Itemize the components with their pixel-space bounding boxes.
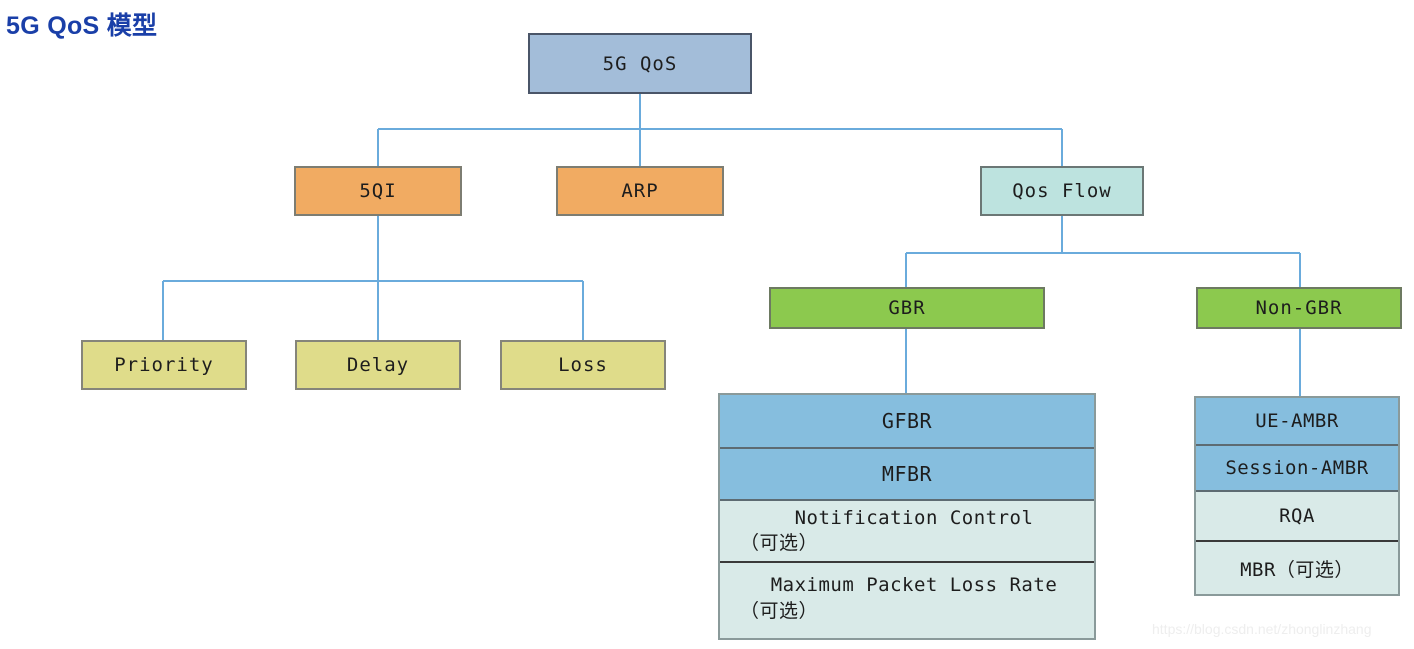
node-gbr-label: GBR xyxy=(888,297,926,319)
node-priority-label: Priority xyxy=(114,354,214,376)
attr-mfbr-label: MFBR xyxy=(881,462,933,486)
node-qos-flow[interactable]: Qos Flow xyxy=(980,166,1144,216)
attr-row-ue-ambr[interactable]: UE-AMBR xyxy=(1196,398,1398,446)
node-arp-label: ARP xyxy=(621,180,659,202)
gbr-attribute-table: GFBR MFBR Notification Control （可选） Maxi… xyxy=(718,393,1096,640)
attr-session-ambr-label: Session-AMBR xyxy=(1225,457,1369,479)
node-5qi[interactable]: 5QI xyxy=(294,166,462,216)
node-5g-qos-label: 5G QoS xyxy=(602,52,678,75)
node-delay[interactable]: Delay xyxy=(295,340,461,390)
node-5qi-label: 5QI xyxy=(359,180,397,202)
node-arp[interactable]: ARP xyxy=(556,166,724,216)
attr-maximum-packet-loss-rate-line2: （可选） xyxy=(740,599,819,622)
attr-notification-control-line2: （可选） xyxy=(740,532,819,554)
node-loss[interactable]: Loss xyxy=(500,340,666,390)
attr-row-maximum-packet-loss-rate[interactable]: Maximum Packet Loss Rate （可选） xyxy=(720,563,1094,634)
attr-row-session-ambr[interactable]: Session-AMBR xyxy=(1196,446,1398,492)
node-loss-label: Loss xyxy=(558,354,608,376)
attr-notification-control-line1: Notification Control xyxy=(794,506,1034,529)
attr-row-rqa[interactable]: RQA xyxy=(1196,492,1398,542)
attr-gfbr-label: GFBR xyxy=(881,409,933,433)
page-title: 5G QoS 模型 xyxy=(6,12,158,40)
attr-row-mfbr[interactable]: MFBR xyxy=(720,449,1094,501)
attr-row-gfbr[interactable]: GFBR xyxy=(720,395,1094,449)
attr-row-notification-control[interactable]: Notification Control （可选） xyxy=(720,501,1094,563)
watermark: https://blog.csdn.net/zhonglinzhang xyxy=(1152,621,1372,637)
attr-row-mbr[interactable]: MBR（可选） xyxy=(1196,542,1398,594)
node-delay-label: Delay xyxy=(346,354,410,376)
node-gbr[interactable]: GBR xyxy=(769,287,1045,329)
node-non-gbr-label: Non-GBR xyxy=(1255,297,1343,319)
non-gbr-attribute-table: UE-AMBR Session-AMBR RQA MBR（可选） xyxy=(1194,396,1400,596)
attr-rqa-label: RQA xyxy=(1279,505,1315,527)
node-priority[interactable]: Priority xyxy=(81,340,247,390)
attr-maximum-packet-loss-rate-line1: Maximum Packet Loss Rate xyxy=(770,574,1058,597)
node-5g-qos[interactable]: 5G QoS xyxy=(528,33,752,94)
node-qos-flow-label: Qos Flow xyxy=(1012,180,1112,202)
attr-mbr-label: MBR（可选） xyxy=(1240,558,1354,581)
node-non-gbr[interactable]: Non-GBR xyxy=(1196,287,1402,329)
attr-ue-ambr-label: UE-AMBR xyxy=(1255,410,1339,432)
